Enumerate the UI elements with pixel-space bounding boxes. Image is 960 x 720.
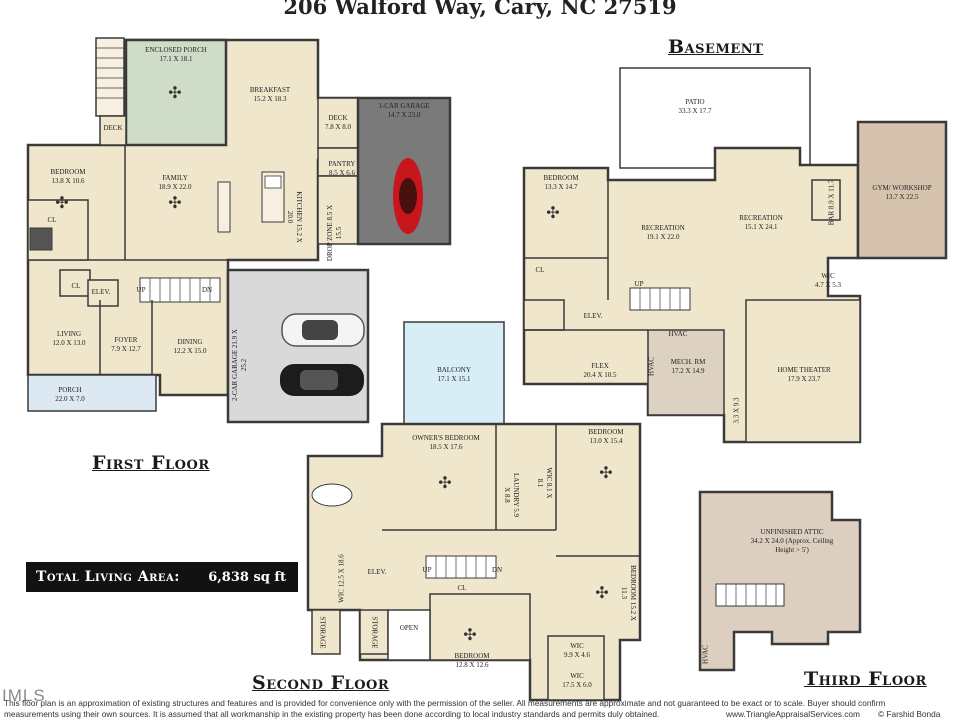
ceiling-fan-icon: ✣ ✣ ✣ ✣	[438, 463, 612, 644]
floor-label-first: First Floor	[92, 452, 210, 474]
svg-text:✣: ✣	[546, 203, 559, 222]
room-flex: Flex20.4 X 10.5	[583, 362, 617, 379]
label-up: UP	[136, 286, 146, 294]
third-floor-plan	[698, 490, 862, 672]
room-laundry: Laundry 5.9 X 8.8	[503, 472, 520, 518]
room-hvac-basement: HVAC	[668, 330, 688, 338]
room-bedroom-first: Bedroom13.8 X 10.6	[50, 168, 86, 185]
svg-text:✣: ✣	[168, 193, 181, 212]
white-car-icon	[281, 313, 365, 347]
room-breakfast: Breakfast15.2 X 18.3	[249, 86, 291, 103]
ceiling-fan-icon: ✣	[546, 203, 559, 222]
svg-text:✣: ✣	[168, 83, 181, 102]
floor-label-second: Second Floor	[252, 672, 390, 694]
room-recreation-1: Recreation19.1 X 22.0	[641, 224, 685, 241]
floor-label-basement: Basement	[668, 36, 764, 58]
room-elev-second: Elev.	[367, 568, 387, 576]
room-porch: Porch22.0 X 7.0	[55, 386, 85, 403]
room-unfinished-attic: Unfinished Attic34.2 X 24.0 (Approx. Cei…	[750, 528, 834, 554]
floor-label-third: Third Floor	[804, 668, 927, 690]
room-pantry: Pantry8.5 X 6.6	[328, 160, 356, 177]
property-address-title: 206 Walford Way, Cary, NC 27519	[283, 0, 677, 19]
second-floor-plan	[306, 321, 642, 702]
label-cl: CL	[47, 216, 57, 224]
room-bedroom-2b: Bedroom 15.2 X 11.3	[620, 565, 637, 621]
room-deck-first: Deck7.8 X 8.0	[324, 114, 352, 131]
room-deck-small: Deck	[103, 124, 123, 132]
room-wic-2a: WIC 8.1 X 8.1	[536, 467, 553, 499]
ceiling-fan-icon: ✣ ✣ ✣	[55, 83, 181, 212]
label-cl: CL	[457, 584, 467, 592]
room-home-theater: Home Theater17.9 X 23.7	[777, 366, 831, 383]
room-recreation-2: Recreation15.1 X 24.1	[739, 214, 783, 231]
room-storage-2: Storage	[370, 616, 379, 649]
label-dn: DN	[201, 286, 213, 294]
room-enclosed-porch: Enclosed Porch17.1 X 18.1	[145, 46, 207, 63]
room-1-car-garage: 1-Car Garage14.7 X 23.0	[378, 102, 430, 119]
room-storage-1: Storage	[318, 616, 327, 649]
mls-watermark: IMLS	[2, 686, 46, 705]
room-dining: Dining12.2 X 15.0	[173, 338, 207, 355]
total-living-area-label: Total Living Area:	[36, 569, 180, 585]
copyright-credit: © Farshid Bonda	[878, 709, 941, 719]
svg-text:✣: ✣	[438, 473, 451, 492]
svg-text:✣: ✣	[463, 625, 476, 644]
total-living-area-value: 6,838 sq ft	[208, 569, 286, 585]
room-bedroom-2c: Bedroom12.8 X 12.6	[454, 652, 490, 669]
room-elev-basement: Elev.	[583, 312, 603, 320]
room-bedroom-2a: Bedroom13.0 X 15.4	[588, 428, 624, 445]
disclaimer-line-1: This floor plan is an approximation of e…	[4, 698, 886, 708]
disclaimer-line-2: measurements using their own sources. It…	[4, 709, 660, 719]
total-living-area-box: Total Living Area: 6,838 sq ft	[26, 562, 298, 592]
room-gym-workshop: Gym/ Workshop13.7 X 22.5	[872, 184, 932, 201]
room-open: Open	[399, 624, 419, 632]
room-balcony: Balcony17.1 X 15.1	[437, 366, 471, 383]
room-wic-owner: WIC 12.5 X 18.6	[337, 554, 346, 603]
label-up: UP	[422, 566, 432, 574]
room-bedroom-basement: Bedroom13.3 X 14.7	[543, 174, 579, 191]
room-hvac-attic: HVAC	[701, 645, 710, 664]
website-credit: www.TriangleAppraisalServices.com	[726, 709, 860, 719]
room-living: Living12.0 X 13.0	[52, 330, 86, 347]
room-elev-first: Elev.	[91, 288, 111, 296]
label-dn: DN	[491, 566, 503, 574]
room-small-basement: 3.3 X 9.3	[732, 397, 741, 424]
room-mech: Mech. Rm17.2 X 14.9	[670, 358, 706, 375]
room-family: Family18.9 X 22.0	[158, 174, 192, 191]
label-cl: CL	[71, 282, 81, 290]
svg-text:✣: ✣	[55, 193, 68, 212]
black-car-icon	[280, 364, 364, 396]
room-patio: Patio33.3 X 17.7	[678, 98, 712, 115]
label-up: UP	[634, 280, 644, 288]
label-cl: CL	[535, 266, 545, 274]
room-bar: Bar 8.9 X 11.7	[827, 179, 836, 226]
room-kitchen: Kitchen 15.2 X 20.0	[286, 191, 303, 243]
room-foyer: Foyer7.9 X 12.7	[111, 336, 141, 353]
basement-plan	[522, 67, 948, 444]
red-car-icon	[393, 158, 423, 234]
room-drop-zone: Drop Zone 8.5 X 15.5	[326, 204, 343, 262]
first-floor-plan	[26, 37, 452, 424]
room-2-car-garage: 2-Car Garage 21.9 X 25.2	[231, 329, 248, 401]
svg-text:✣: ✣	[595, 583, 608, 602]
room-owners-bedroom: Owner's Bedroom18.5 X 17.6	[412, 434, 480, 451]
svg-text:✣: ✣	[599, 463, 612, 482]
